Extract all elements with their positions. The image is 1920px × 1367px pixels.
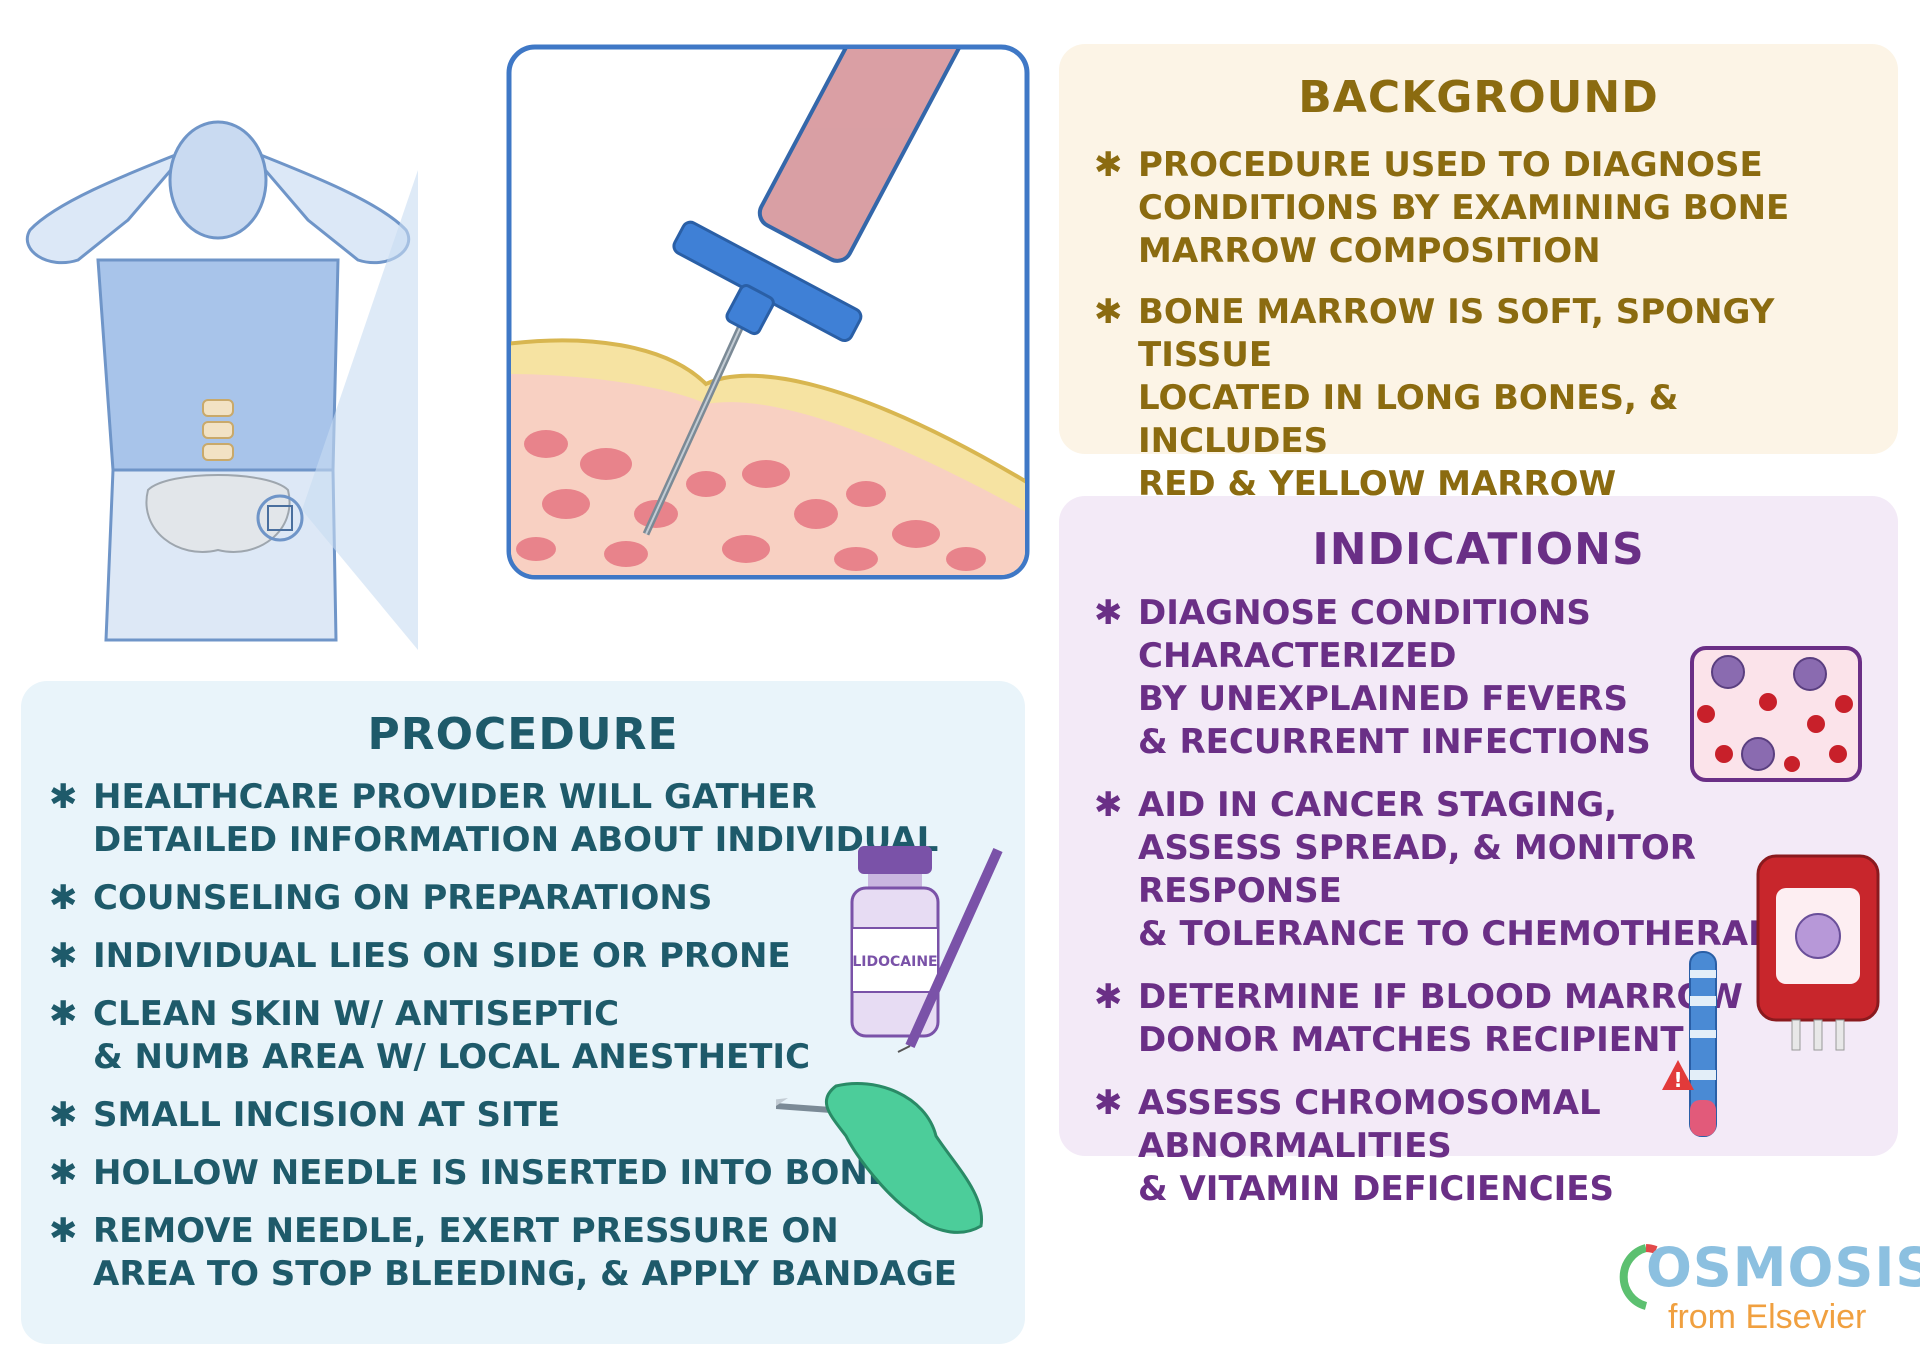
asterisk-icon: ✱	[1094, 977, 1123, 1017]
patient-illustration	[26, 120, 418, 650]
lidocaine-vial-illustration: LIDOCAINE	[850, 846, 1003, 1053]
logo-subtitle: from Elsevier	[1668, 1298, 1867, 1336]
chromosome-illustration: !	[1662, 951, 1717, 1137]
asterisk-icon: ✱	[49, 1153, 78, 1193]
needle-bone-closeup	[506, 44, 1030, 580]
osmosis-logo: OSMOSIS from Elsevier	[1616, 1236, 1920, 1346]
procedure-title: PROCEDURE	[367, 709, 679, 760]
list-item: ✱CLEAN SKIN w/ ANTISEPTIC & NUMB AREA w/…	[49, 994, 811, 1077]
asterisk-icon: ✱	[49, 936, 78, 976]
gloved-hand-scalpel-illustration	[776, 1081, 984, 1234]
asterisk-icon: ✱	[1094, 145, 1123, 185]
svg-text:!: !	[1673, 1068, 1682, 1092]
list-item: ✱ASSESS CHROMOSOMAL ABNORMALITIES & VITA…	[1094, 1083, 1615, 1209]
logo-word: OSMOSIS	[1646, 1236, 1920, 1299]
list-item: ✱BONE MARROW is SOFT, SPONGY TISSUE LOCA…	[1094, 292, 1775, 504]
list-item: ✱AID in CANCER STAGING, ASSESS SPREAD, &…	[1094, 785, 1798, 954]
asterisk-icon: ✱	[49, 777, 78, 817]
asterisk-icon: ✱	[1094, 1083, 1123, 1123]
indications-panel: INDICATIONS ✱DIAGNOSE CONDITIONS CHARACT…	[1059, 496, 1898, 1209]
list-item: ✱REMOVE NEEDLE, EXERT PRESSURE on AREA t…	[49, 1211, 957, 1294]
indications-title: INDICATIONS	[1312, 524, 1645, 575]
list-item: ✱COUNSELING on PREPARATIONS	[49, 878, 713, 918]
asterisk-icon: ✱	[1094, 785, 1123, 825]
asterisk-icon: ✱	[49, 1211, 78, 1251]
asterisk-icon: ✱	[1094, 292, 1123, 332]
blood-cells-illustration	[1690, 646, 1862, 782]
list-item: ✱DIAGNOSE CONDITIONS CHARACTERIZED by UN…	[1094, 593, 1651, 762]
logo-arc-icon	[1619, 1244, 1658, 1310]
list-item: ✱PROCEDURE USED to DIAGNOSE CONDITIONS b…	[1094, 145, 1790, 271]
asterisk-icon: ✱	[49, 994, 78, 1034]
asterisk-icon: ✱	[49, 1095, 78, 1135]
list-item: ✱INDIVIDUAL LIES on SIDE or PRONE	[49, 936, 791, 976]
asterisk-icon: ✱	[1094, 593, 1123, 633]
background-panel: BACKGROUND ✱PROCEDURE USED to DIAGNOSE C…	[1059, 44, 1898, 504]
blood-bag-illustration	[1756, 854, 1880, 1051]
asterisk-icon: ✱	[49, 878, 78, 918]
background-list: ✱PROCEDURE USED to DIAGNOSE CONDITIONS b…	[1094, 144, 1874, 524]
background-title: BACKGROUND	[1298, 72, 1659, 123]
vial-label: LIDOCAINE	[852, 954, 937, 970]
list-item: ✱SMALL INCISION at SITE	[49, 1095, 561, 1135]
list-item: ✱HEALTHCARE PROVIDER will GATHER DETAILE…	[49, 777, 939, 860]
